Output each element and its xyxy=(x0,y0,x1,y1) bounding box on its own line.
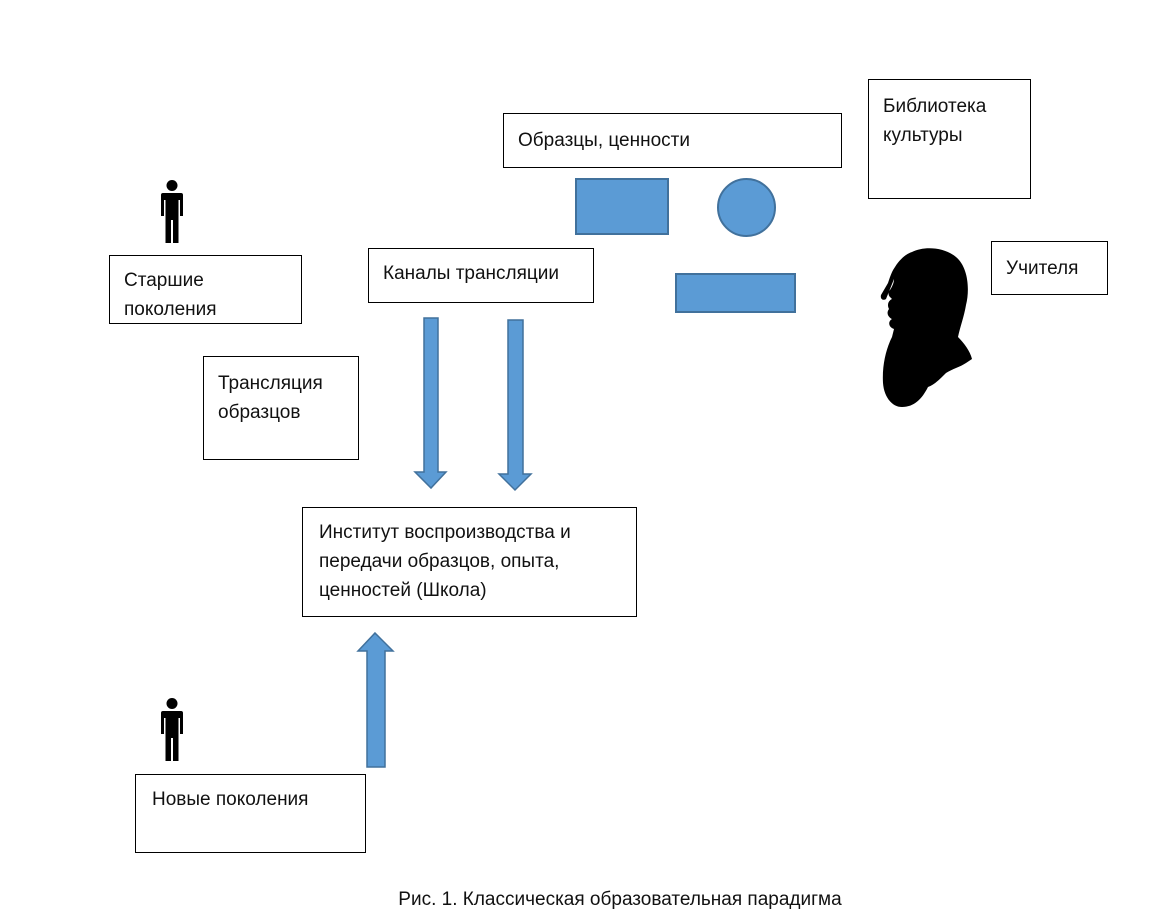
older-generations-line-2: поколения xyxy=(124,299,217,320)
new-generations-label: Новые поколения xyxy=(152,789,309,810)
older-generations-line-1: Старшие xyxy=(124,270,204,291)
library-label-line-2: культуры xyxy=(883,125,963,146)
rectangle-shape xyxy=(575,178,669,235)
person-icon xyxy=(161,698,183,761)
institute-line-3: ценностей (Школа) xyxy=(319,580,487,601)
channels-label: Каналы трансляции xyxy=(383,263,560,284)
channels-box: Каналы трансляции xyxy=(368,248,594,303)
new-generations-box: Новые поколения xyxy=(135,774,366,853)
translation-line-1: Трансляция xyxy=(218,373,323,394)
circle-shape xyxy=(717,178,776,237)
translation-box: Трансляция образцов xyxy=(203,356,359,460)
samples-values-box: Образцы, ценности xyxy=(503,113,842,168)
teacher-silhouette-icon xyxy=(880,248,972,407)
library-label-line-1: Библиотека xyxy=(883,96,987,117)
translation-line-2: образцов xyxy=(218,402,301,423)
library-box: Библиотека культуры xyxy=(868,79,1031,199)
samples-values-label: Образцы, ценности xyxy=(518,130,690,151)
institute-line-1: Институт воспроизводства и xyxy=(319,522,571,543)
older-generations-box: Старшие поколения xyxy=(109,255,302,324)
wide-rectangle-shape xyxy=(675,273,796,313)
institute-box: Институт воспроизводства и передачи обра… xyxy=(302,507,637,617)
institute-line-2: передачи образцов, опыта, xyxy=(319,551,560,572)
teachers-label: Учителя xyxy=(1006,258,1079,279)
person-icon xyxy=(161,180,183,243)
figure-caption: Рис. 1. Классическая образовательная пар… xyxy=(398,889,842,910)
teachers-box: Учителя xyxy=(991,241,1108,295)
